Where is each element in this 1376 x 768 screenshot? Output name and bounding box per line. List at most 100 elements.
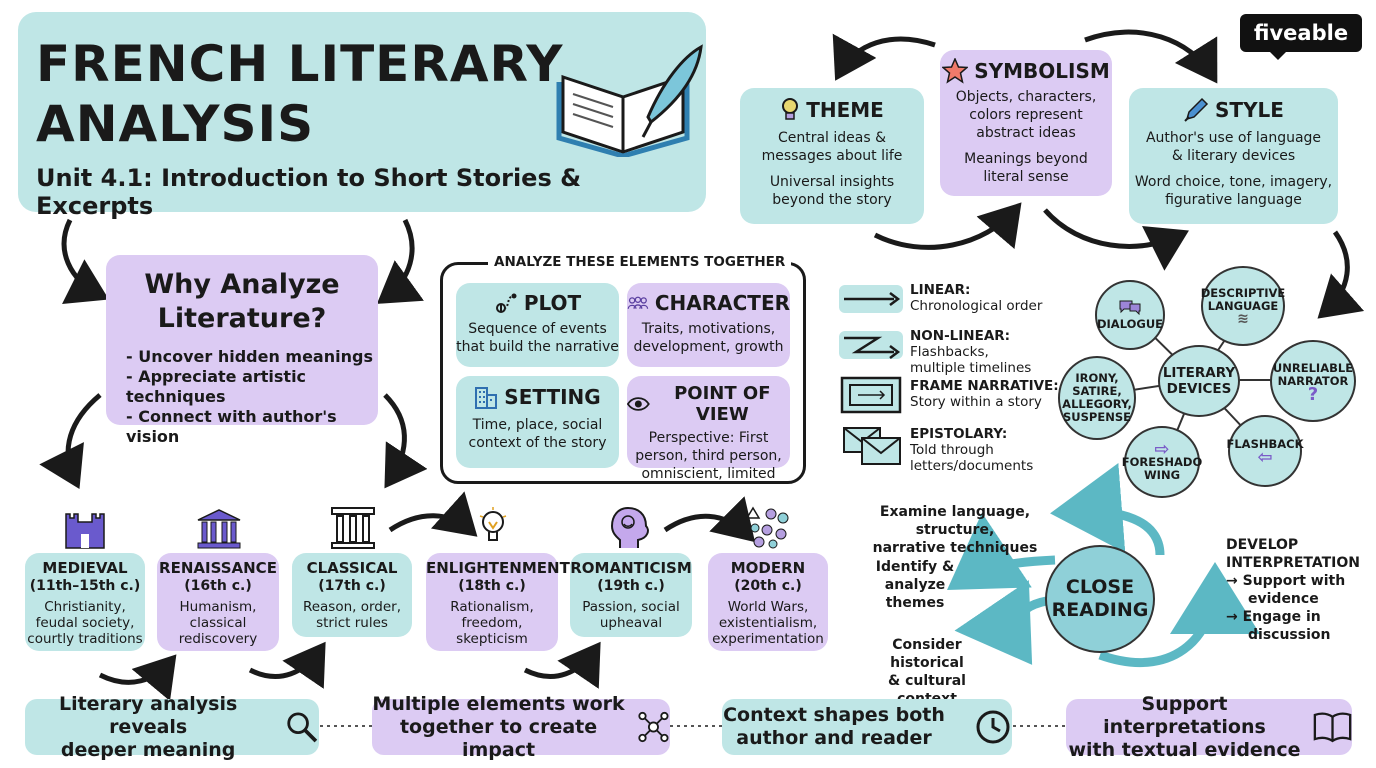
why-point: - Connect with author's vision	[126, 407, 337, 446]
device-center-line1: LITERARY	[1162, 365, 1236, 381]
era-medieval-dates: (11th–15th c.)	[29, 578, 141, 594]
columns-icon	[331, 507, 375, 549]
symbolism-title: SYMBOLISM	[974, 59, 1110, 83]
close-identify-line1: Identify &	[875, 559, 955, 575]
element-character-line2: development, growth	[633, 339, 784, 355]
arrow-why-medieval	[39, 393, 102, 489]
element-pov-line2: person, third person,	[635, 448, 782, 464]
device-irony-line2: SATIRE,	[1072, 384, 1122, 398]
element-pov-title: POINT OF VIEW	[674, 383, 771, 425]
device-irony-line1: IRONY,	[1075, 371, 1119, 385]
era-classical: CLASSICAL (17th c.) Reason, order, stric…	[292, 553, 412, 637]
era-enlightenment-dates: (18th c.)	[458, 578, 526, 594]
fiveable-logo[interactable]: fiveable	[1240, 14, 1362, 52]
arrow-enlightenment-romanticism	[523, 641, 601, 689]
envelopes-icon	[843, 427, 901, 465]
close-consider-line1: Consider historical	[890, 637, 964, 671]
era-classical-line1: Reason, order,	[302, 599, 402, 615]
symbolism-line2: colors represent	[969, 107, 1083, 123]
close-examine-line2: narrative techniques	[872, 540, 1038, 556]
why-title-line2: Literature?	[157, 303, 327, 334]
why-point: - Uncover hidden meanings	[126, 347, 373, 366]
era-enlightenment-name: ENLIGHTENMENT	[426, 559, 570, 577]
zigzag-arrow-icon	[839, 331, 903, 359]
symbolism-line1: Objects, characters,	[955, 89, 1097, 105]
banner-4-line1: Support interpretations	[1103, 692, 1266, 738]
era-modern-dates: (20th c.)	[734, 578, 802, 594]
star-icon	[942, 58, 969, 84]
arrow-style-devices	[1317, 230, 1365, 319]
device-unreliable-line2: NARRATOR	[1277, 373, 1349, 388]
element-pov-line3: omniscient, limited	[641, 466, 776, 482]
style-line3: Word choice, tone, imagery,	[1134, 174, 1333, 190]
logo-tail	[1268, 50, 1288, 60]
arrow-header-why-right	[376, 218, 424, 304]
element-plot-line1: Sequence of events	[468, 321, 607, 337]
arrow-symbolism-style	[1043, 208, 1189, 271]
wave-icon: ≋	[1237, 310, 1249, 327]
lightbulb-icon	[479, 507, 507, 541]
device-irony-line4: SUSPENSE	[1063, 410, 1131, 424]
arrow-classical-enlightenment	[388, 491, 478, 537]
device-descriptive-line2: LANGUAGE	[1207, 298, 1279, 313]
arrow-theme-symbolism	[873, 202, 1022, 250]
speech-bubble-icon	[1119, 300, 1141, 316]
question-icon: ?	[1307, 383, 1319, 405]
banner-2-line1: Multiple elements work	[372, 692, 625, 715]
structure-epistolary-label: EPISTOLARY:	[910, 426, 1008, 442]
theme-line2: messages about life	[761, 148, 903, 164]
frame-icon	[840, 376, 902, 414]
arrow-close-develop	[1098, 562, 1260, 668]
device-dialogue-label: DIALOGUE	[1096, 317, 1164, 331]
device-foreshadow-line1: FORESHADO	[1121, 454, 1203, 469]
symbolism-line5: literal sense	[983, 169, 1069, 185]
device-center-line2: DEVICES	[1166, 381, 1232, 397]
eye-icon	[627, 397, 650, 411]
why-title-line1: Why Analyze	[144, 269, 340, 300]
era-renaissance: RENAISSANCE (16th c.) Humanism, classica…	[157, 553, 279, 651]
device-descriptive-line1: DESCRIPTIVE	[1200, 285, 1286, 300]
element-setting: SETTING Time, place, social context of t…	[456, 376, 619, 468]
structure-linear-label: LINEAR:	[910, 282, 971, 298]
theme-box: THEME Central ideas & messages about lif…	[740, 88, 924, 224]
book-icon	[1313, 712, 1352, 743]
device-flashback: FLASHBACK⇦	[1227, 415, 1304, 487]
network-icon	[638, 711, 669, 743]
banner-1-line2: deeper meaning	[60, 738, 236, 761]
era-medieval-line2: feudal society,	[35, 615, 135, 631]
close-reading-line2: READING	[1051, 599, 1149, 621]
theme-title: THEME	[806, 98, 884, 122]
style-title: STYLE	[1215, 98, 1284, 122]
element-point-of-view: POINT OF VIEW Perspective: First person,…	[627, 376, 790, 482]
era-renaissance-line1: Humanism,	[179, 599, 257, 615]
close-identify: Identify & analyze themes	[868, 558, 962, 612]
symbolism-line4: Meanings beyond	[964, 151, 1088, 167]
banner-4-line2: with textual evidence	[1068, 738, 1301, 761]
open-book-quill-icon	[556, 44, 703, 157]
element-plot-line2: that build the narrative	[456, 339, 619, 355]
page-subtitle: Unit 4.1: Introduction to Short Stories …	[36, 164, 582, 220]
era-enlightenment-line3: skepticism	[456, 631, 528, 647]
structure-frame-desc: Story within a story	[910, 394, 1042, 410]
arrow-top-right	[1084, 29, 1218, 84]
era-romanticism-name: ROMANTICISM	[570, 559, 692, 577]
era-romanticism-line2: upheaval	[599, 615, 663, 631]
logo-text: fiveable	[1253, 21, 1349, 45]
theme-line1: Central ideas &	[777, 130, 887, 146]
header-panel: FRENCH LITERARY ANALYSIS Unit 4.1: Intro…	[18, 12, 706, 220]
era-enlightenment-line1: Rationalism,	[450, 599, 534, 615]
arrow-header-why-left	[61, 218, 109, 304]
device-dialogue: DIALOGUE	[1095, 280, 1165, 350]
temple-icon	[197, 509, 241, 549]
era-modern-line3: experimentation	[712, 631, 824, 647]
device-unreliable-line1: UNRELIABLE	[1272, 360, 1354, 375]
arrow-renaissance-classical	[248, 641, 326, 689]
close-develop-point2a: → Engage in	[1226, 609, 1321, 625]
